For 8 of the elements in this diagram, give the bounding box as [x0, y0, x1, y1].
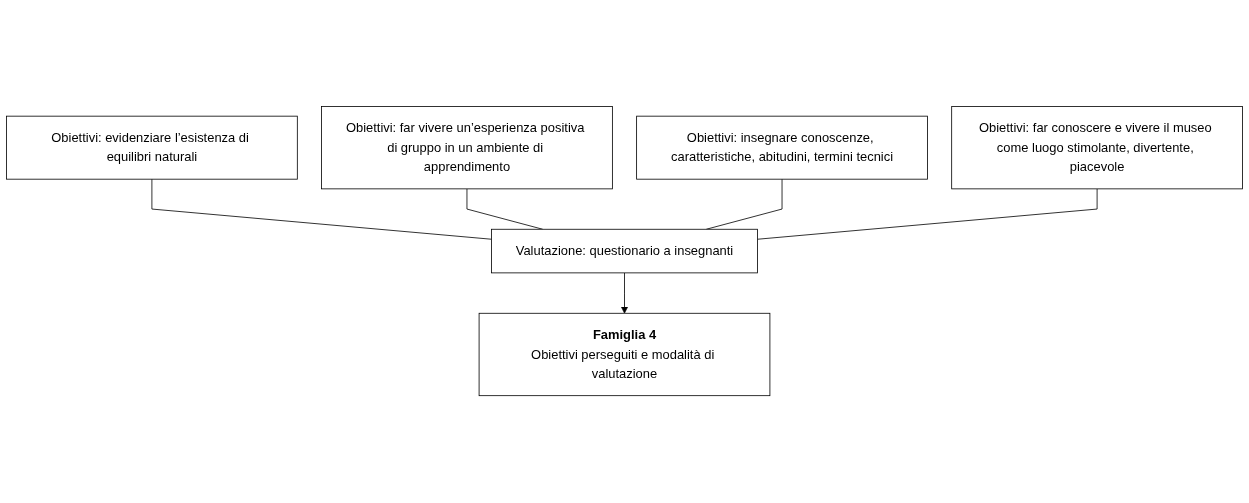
- connector: [151, 179, 492, 241]
- node-box: Obiettivi: evidenziare l’esistenza di equilibri naturali: [6, 116, 298, 180]
- node-box: Obiettivi: far conoscere e vivere il museo come luogo stimolante, divertente, piacevole: [951, 106, 1243, 190]
- connector: [757, 188, 1098, 241]
- node-box: Famiglia 4 Obiettivi perseguiti e modalità di valutazione: [478, 313, 771, 397]
- node-box: Obiettivi: far vivere un’esperienza positiva di gruppo in un ambiente di apprendimento: [321, 106, 613, 190]
- node-box: Obiettivi: insegnare conoscenze, caratteristiche, abitudini, termini tecnici: [636, 116, 928, 180]
- node-box: Valutazione: questionario a insegnanti: [491, 229, 758, 274]
